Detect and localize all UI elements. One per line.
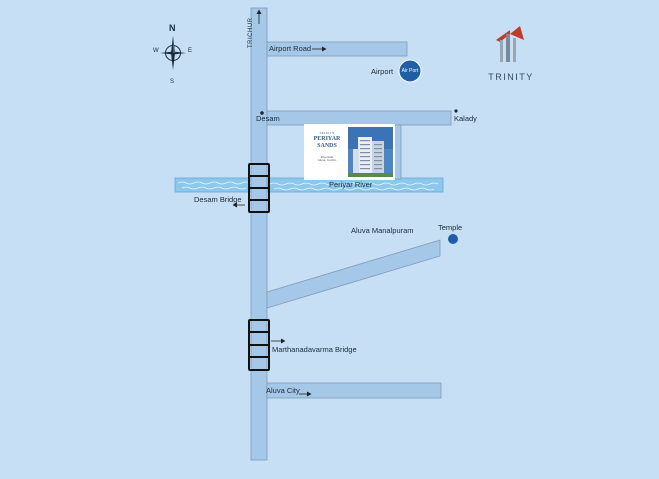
trinity-logo-icon [496,26,524,62]
aluva-manalpuram-label: Aluva Manalpuram [351,226,414,235]
desam-label: Desam [256,114,280,123]
main-road-trichur [250,7,268,461]
project-name-line1: PERIYAR [313,136,341,142]
airport-label: Airport [371,67,394,76]
compass-west-label: W [153,48,159,54]
project-logo: TRINITY PERIYAR SANDS Riverside Aluva, C… [307,127,347,177]
airport-road-label: Airport Road [269,44,312,53]
periyar-river [174,177,444,193]
direction-arrows [232,9,327,397]
marthanadavarma-bridge-icon [248,319,270,371]
project-sub-line1: Riverside [320,154,334,159]
compass-east-label: E [188,48,193,54]
aluva-city-label: Aluva City [266,386,300,395]
desam-bridge-label: Desam Bridge [194,195,242,204]
project-prefix: TRINITY [319,131,335,135]
aluva-manalpuram-road [266,239,441,309]
building-image-icon [348,127,393,177]
trichur-label: TRICHUR [248,17,254,49]
project-sub-line2: Aluva, Cochin [317,158,337,163]
marthanadavarma-bridge-label: Marthanadavarma Bridge [272,345,357,354]
brand-name: TRINITY [488,72,534,82]
project-name-line2: SANDS [317,143,337,150]
compass-south-label: S [170,79,175,85]
desam-bridge-icon [248,163,270,213]
arrow-right-airport-road-icon [312,46,327,52]
airport-road [266,41,408,57]
arrow-right-marthanadavarma-icon [271,338,286,344]
arrow-right-aluva-city-icon [299,391,312,397]
project-card: TRINITY PERIYAR SANDS Riverside Aluva, C… [304,124,395,180]
arrow-up-trichur-icon [256,9,262,24]
arrow-left-desam-bridge-icon [232,202,245,208]
compass-north-label: N [169,23,176,33]
airport-badge-label: Air Port [401,68,419,74]
kalady-label: Kalady [454,114,477,123]
temple-label: Temple [438,223,463,232]
desam-kalady-road [266,110,452,126]
desam-marker-icon [260,111,264,115]
temple-marker-icon [448,234,458,244]
periyar-river-label: Periyar River [329,180,373,189]
compass-icon [160,36,186,70]
kalady-marker-icon [454,109,458,113]
airport-badge-icon [398,59,422,83]
